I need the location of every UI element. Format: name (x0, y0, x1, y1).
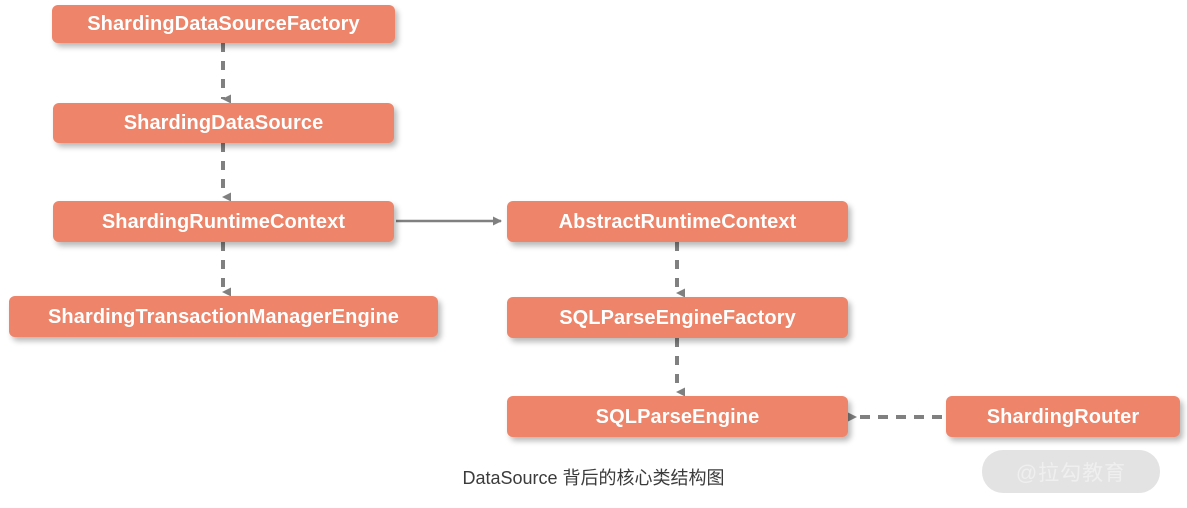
node-label: ShardingRuntimeContext (101, 210, 346, 233)
watermark-text: @拉勾教育 (1015, 461, 1127, 485)
node-label: AbstractRuntimeContext (558, 210, 797, 233)
node-label: SQLParseEngine (595, 405, 760, 428)
node-sharding-router[interactable]: ShardingRouter (946, 396, 1180, 437)
node-label: ShardingDataSourceFactory (87, 13, 360, 35)
node-abstract-runtime-context[interactable]: AbstractRuntimeContext (507, 201, 848, 242)
node-label: ShardingDataSource (123, 112, 324, 134)
node-label: ShardingTransactionManagerEngine (47, 305, 400, 328)
node-sharding-transaction-manager-engine[interactable]: ShardingTransactionManagerEngine (9, 296, 438, 337)
node-sharding-data-source[interactable]: ShardingDataSource (53, 103, 394, 143)
node-sharding-runtime-context[interactable]: ShardingRuntimeContext (53, 201, 394, 242)
diagram-caption: DataSource 背后的核心类结构图 (462, 468, 725, 488)
watermark-badge: @拉勾教育 (982, 450, 1160, 493)
node-label: ShardingRouter (986, 405, 1140, 428)
node-sql-parse-engine[interactable]: SQLParseEngine (507, 396, 848, 437)
node-sql-parse-engine-factory[interactable]: SQLParseEngineFactory (507, 297, 848, 338)
node-label: SQLParseEngineFactory (559, 306, 796, 329)
node-sharding-data-source-factory[interactable]: ShardingDataSourceFactory (52, 5, 395, 43)
